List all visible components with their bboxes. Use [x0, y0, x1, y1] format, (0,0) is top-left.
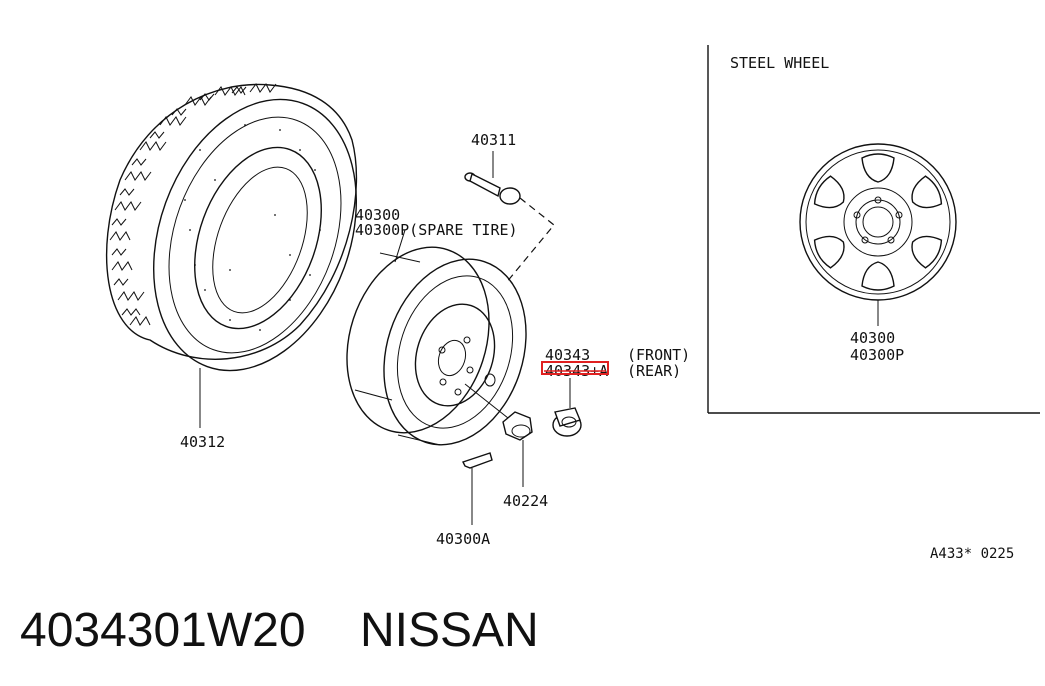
nut-label: 40224	[503, 492, 548, 510]
wheel-label-1: 40300	[355, 206, 400, 224]
nut-drawing	[502, 411, 533, 487]
weight-drawing	[462, 452, 493, 525]
cap-front-number: 40343	[545, 346, 590, 364]
cap-front-label: (FRONT)	[627, 346, 690, 364]
drawing-code: A433* 0225	[930, 546, 1014, 562]
wheel-label-2: 40300P(SPARE TIRE)	[355, 221, 518, 239]
tire-label: 40312	[180, 433, 225, 451]
cap-rear-label: (REAR)	[627, 362, 681, 380]
valve-drawing	[464, 151, 555, 284]
wheel-drawing	[346, 229, 527, 446]
inset-panel: STEEL WHEEL 40300 40300P	[707, 45, 1040, 414]
highlight-box	[541, 361, 609, 375]
valve-label: 40311	[471, 131, 516, 149]
inset-part-1: 40300	[850, 329, 895, 347]
tire-drawing	[105, 83, 358, 428]
steel-wheel-icon	[799, 143, 957, 301]
footer-part-number: 4034301W20	[20, 604, 306, 657]
weight-label: 40300A	[436, 530, 490, 548]
cap-drawing	[552, 378, 582, 437]
inset-part-2: 40300P	[850, 346, 904, 364]
inset-title: STEEL WHEEL	[730, 54, 829, 72]
footer-brand: NISSAN	[360, 604, 539, 657]
